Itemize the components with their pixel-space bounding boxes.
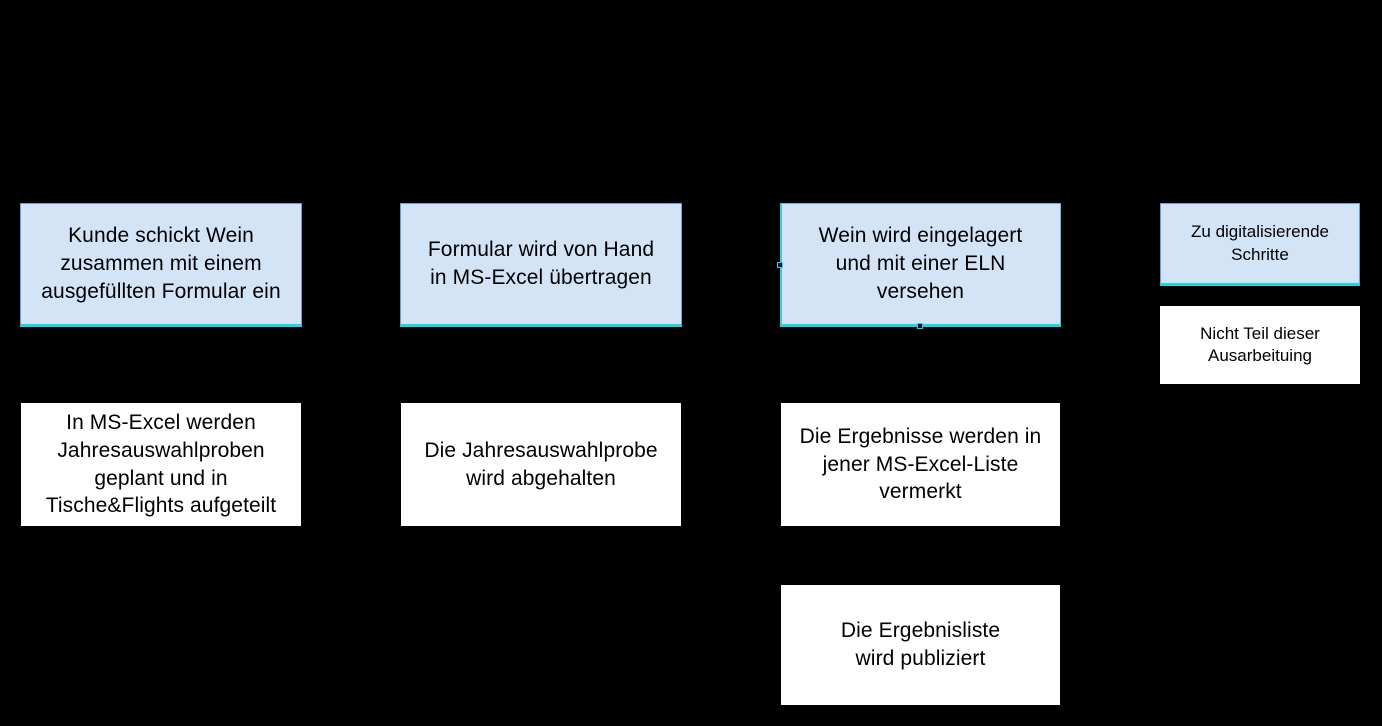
selection-handle-bottom[interactable] bbox=[917, 323, 923, 329]
process-node-jahresauswahlprobe-abgehalten[interactable]: Die Jahresauswahlprobe wird abgehalten bbox=[401, 403, 681, 526]
legend-item-not-part: Nicht Teil dieser Ausarbeituing bbox=[1160, 306, 1360, 384]
selection-handle-left[interactable] bbox=[777, 262, 783, 268]
node-label: Wein wird eingelagert und mit einer ELN … bbox=[818, 224, 1023, 303]
legend-item-digital: Zu digitalisierende Schritte bbox=[1160, 203, 1360, 286]
node-label: Die Ergebnisliste wird publiziert bbox=[840, 619, 1001, 670]
legend-not-part-label: Nicht Teil dieser Ausarbeituing bbox=[1200, 323, 1320, 365]
process-node-ergebnisliste-publiziert[interactable]: Die Ergebnisliste wird publiziert bbox=[781, 585, 1060, 705]
node-label: Die Jahresauswahlprobe wird abgehalten bbox=[424, 438, 658, 490]
process-node-ergebnisse-vermerkt[interactable]: Die Ergebnisse werden in jener MS-Excel-… bbox=[781, 403, 1060, 526]
process-node-formular-uebertragen[interactable]: Formular wird von Hand in MS-Excel übert… bbox=[400, 203, 682, 327]
node-label: Formular wird von Hand in MS-Excel übert… bbox=[427, 238, 655, 289]
node-label: In MS-Excel werden Jahresauswahlproben g… bbox=[45, 410, 277, 518]
node-label: Kunde schickt Wein zusammen mit einem au… bbox=[41, 224, 281, 303]
process-node-kunde-schickt-wein[interactable]: Kunde schickt Wein zusammen mit einem au… bbox=[20, 203, 302, 327]
process-node-wein-eingelagert[interactable]: Wein wird eingelagert und mit einer ELN … bbox=[780, 203, 1061, 327]
node-label: Die Ergebnisse werden in jener MS-Excel-… bbox=[799, 424, 1042, 504]
process-node-jahresauswahlproben-geplant[interactable]: In MS-Excel werden Jahresauswahlproben g… bbox=[21, 403, 301, 526]
legend-digital-label: Zu digitalisierende Schritte bbox=[1191, 222, 1329, 264]
